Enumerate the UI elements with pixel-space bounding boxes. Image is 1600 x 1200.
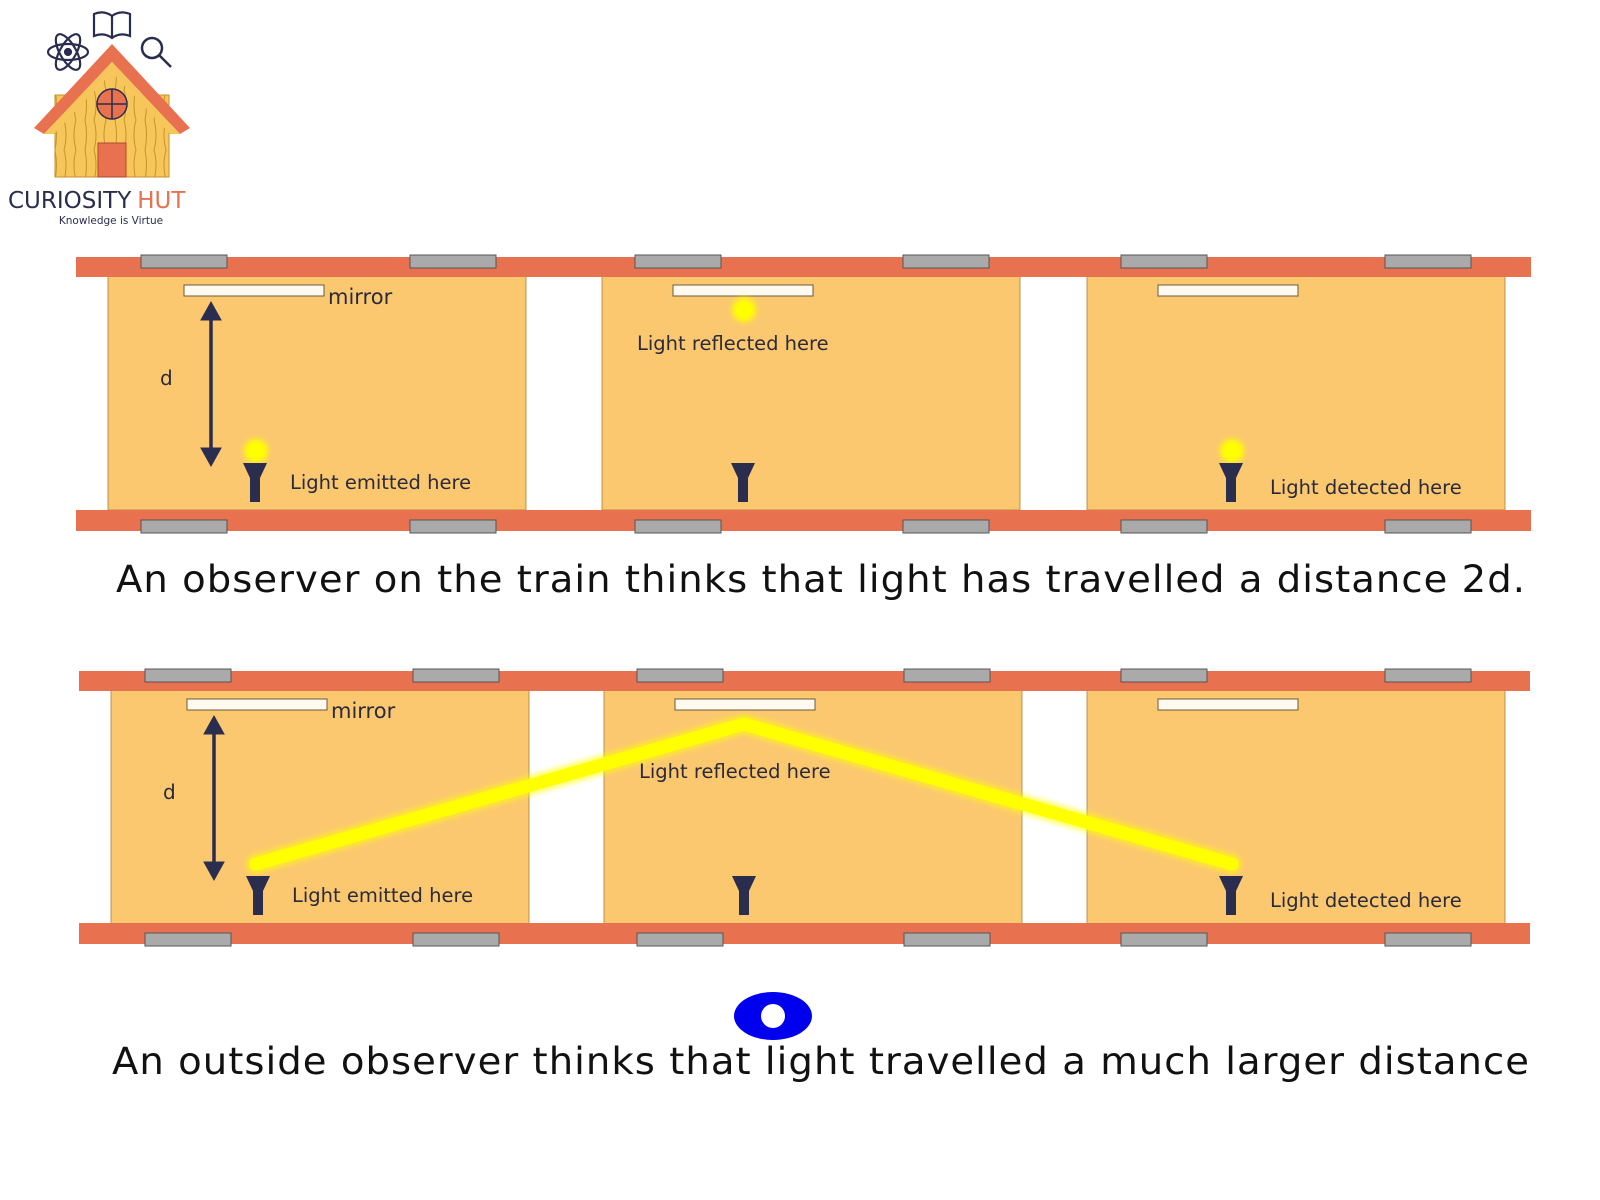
mirror-label: mirror [331,699,396,723]
eye-icon [734,992,812,1040]
caption-outside-observer: An outside observer thinks that light tr… [112,1040,1530,1083]
train-car [601,273,1021,511]
reflected-label: Light reflected here [639,760,831,783]
distance-label: d [160,366,173,390]
train-car [1086,687,1506,925]
train-car [603,687,1023,925]
bottom-rail [79,923,1530,944]
flashlight-icon [732,876,756,915]
logo-name-accent: HUT [137,188,186,214]
flashlight-icon [1219,876,1243,915]
emitted-label: Light emitted here [290,471,471,494]
flashlight-icon [731,463,755,502]
flashlight-icon [1219,463,1243,502]
wheels-top [140,254,1472,269]
house-icon [34,44,190,178]
detected-label: Light detected here [1270,476,1462,499]
train-panel-outside-view: mirror d Light emitted here Light reflec… [79,668,1530,947]
distance-arrow [203,714,225,882]
logo-name: CURIOSITY [8,188,132,214]
book-icon [92,11,132,40]
magnifier-icon [140,36,172,68]
light-path [246,714,1242,874]
mirror-label: mirror [328,285,393,309]
train-car [107,273,527,511]
train-panel-inside-view: mirror d Light emitted here Light reflec… [76,254,1531,534]
atom-icon [46,33,90,71]
train-car [1086,273,1506,511]
distance-label: d [163,780,176,804]
light-dot [732,298,756,322]
wheels-bottom [140,519,1472,534]
top-rail [76,257,1531,277]
flashlight-icon [243,463,267,502]
light-dot [1220,439,1244,463]
bottom-rail [76,510,1531,531]
wheels-bottom [144,932,1472,947]
emitted-label: Light emitted here [292,884,473,907]
flashlight-icon [246,876,270,915]
light-dot [244,439,268,463]
wheels-top [144,668,1472,683]
detected-label: Light detected here [1270,889,1462,912]
distance-arrow [200,300,222,468]
mirrors [186,698,1299,711]
caption-train-observer: An observer on the train thinks that lig… [116,558,1526,601]
reflected-label: Light reflected here [637,332,829,355]
top-rail [79,671,1530,691]
logo-tagline: Knowledge is Virtue [59,215,163,227]
mirrors [183,284,1299,297]
